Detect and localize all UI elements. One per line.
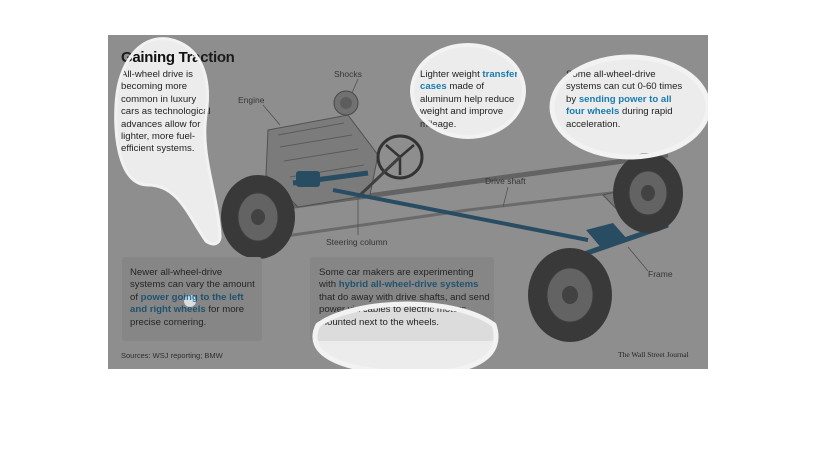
- drive-shaft: [332, 188, 589, 242]
- intro-text: All-wheel drive is becoming more common …: [121, 69, 211, 155]
- steering-wheel: [376, 134, 424, 180]
- steering-column: [356, 155, 402, 199]
- label-steering-column: Steering column: [326, 237, 388, 247]
- note-transfer-case: Lighter weight transfer cases made of al…: [420, 69, 519, 130]
- infographic-panel: Gaining Traction All-wheel drive is beco…: [108, 35, 708, 369]
- note-four-wheels: Some all-wheel-drive systems can cut 0-6…: [566, 69, 683, 130]
- transfer-case: [296, 171, 320, 187]
- label-engine: Engine: [238, 95, 265, 105]
- note-box: [122, 257, 262, 341]
- label-drive-shaft: Drive shaft: [485, 176, 526, 186]
- page-title: Gaining Traction: [121, 49, 235, 66]
- awd-chassis-diagram: [221, 78, 683, 342]
- note-hybrid: Some car makers are experimenting with h…: [319, 267, 490, 328]
- rear-right-wheel: [613, 153, 683, 233]
- front-left-wheel: [221, 175, 295, 259]
- note-left-right: Newer all-wheel-drive systems can vary t…: [130, 267, 255, 328]
- credit-wsj: The Wall Street Journal: [618, 350, 689, 359]
- source-note: Sources: WSJ reporting; BMW: [121, 351, 223, 360]
- rear-left-wheel: [528, 248, 612, 342]
- label-shocks: Shocks: [334, 69, 362, 79]
- label-frame: Frame: [648, 269, 673, 279]
